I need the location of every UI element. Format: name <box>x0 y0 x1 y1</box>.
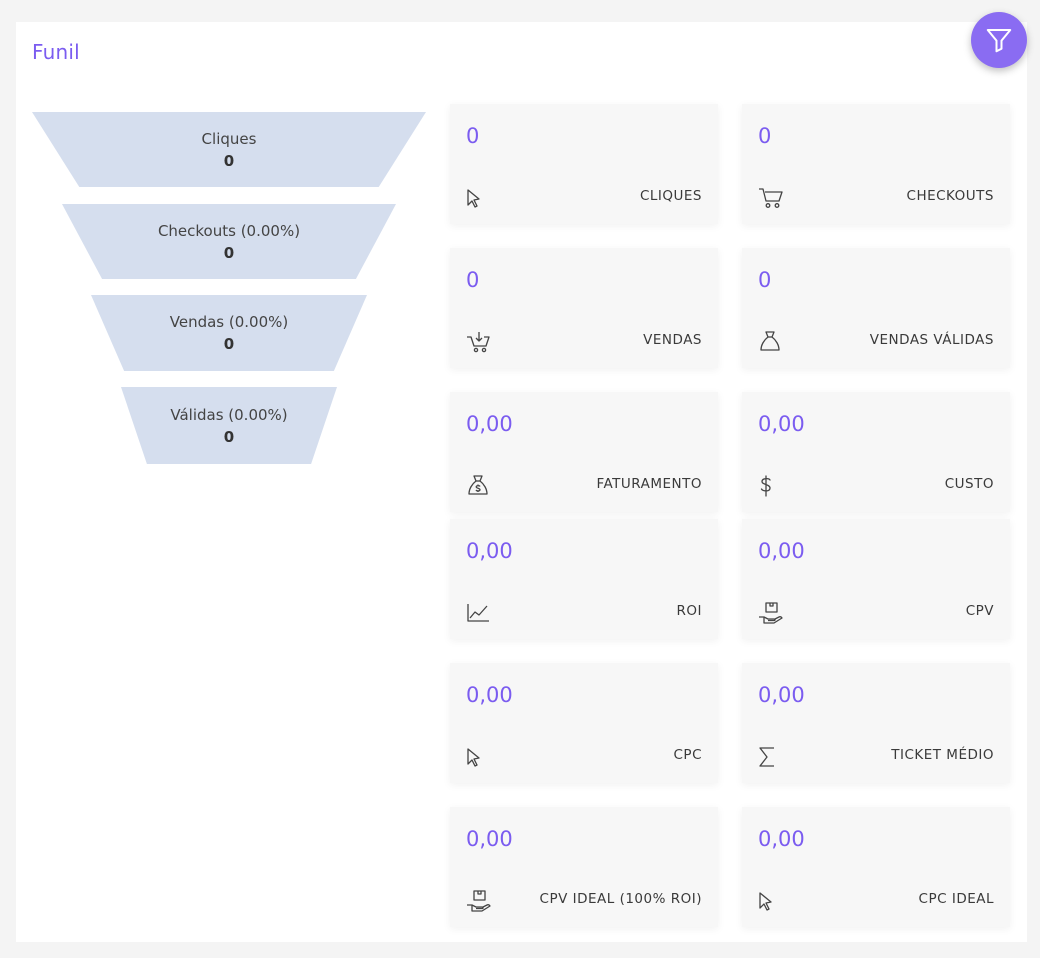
card-cpc: 0,00 CPC <box>450 663 718 783</box>
filter-button[interactable] <box>971 12 1027 68</box>
card-value: 0 <box>466 124 480 148</box>
card-value: 0,00 <box>758 539 805 563</box>
funnel-step-value: 0 <box>223 151 235 170</box>
card-value: 0,00 <box>758 412 805 436</box>
cursor-icon <box>758 889 784 913</box>
card-cpv-ideal: 0,00 CPV IDEAL (100% ROI) <box>450 807 718 927</box>
card-vendas-validas: 0 VENDAS VÁLIDAS <box>742 248 1010 368</box>
card-label: CLIQUES <box>639 188 702 204</box>
card-value: 0 <box>758 124 772 148</box>
cart-download-icon <box>466 330 492 354</box>
cursor-icon <box>466 745 492 769</box>
card-cliques: 0 CLIQUES <box>450 104 718 224</box>
card-label: FATURAMENTO <box>596 476 702 492</box>
card-value: 0,00 <box>466 827 513 851</box>
card-value: 0,00 <box>466 683 513 707</box>
funnel-step-label: Checkouts (0.00%) <box>157 221 301 240</box>
funnel-step-vendas: Vendas (0.00%) 0 <box>91 295 367 371</box>
card-cpv: 0,00 CPV <box>742 519 1010 639</box>
card-value: 0 <box>466 268 480 292</box>
funnel-step-value: 0 <box>223 427 235 446</box>
card-value: 0,00 <box>758 683 805 707</box>
card-value: 0,00 <box>758 827 805 851</box>
funnel-step-checkouts: Checkouts (0.00%) 0 <box>62 204 396 279</box>
funnel-step-label: Vendas (0.00%) <box>169 313 289 331</box>
card-label: CPC IDEAL <box>918 891 994 907</box>
card-label: ROI <box>676 603 702 619</box>
funnel-step-label: Cliques <box>201 129 257 148</box>
bag-icon <box>758 330 784 354</box>
card-label: VENDAS VÁLIDAS <box>869 332 994 348</box>
funnel-step-value: 0 <box>223 335 235 353</box>
card-label: VENDAS <box>643 332 702 348</box>
card-value: 0,00 <box>466 412 513 436</box>
funnel-step-cliques: Cliques 0 <box>32 112 426 187</box>
panel-title: Funil <box>32 40 80 64</box>
card-label: CPV <box>965 603 994 619</box>
card-label: CPV IDEAL (100% ROI) <box>539 891 702 907</box>
cursor-icon <box>466 186 492 210</box>
hand-box-icon <box>758 601 784 625</box>
card-faturamento: 0,00 FATURAMENTO <box>450 392 718 512</box>
dollar-icon <box>758 474 784 498</box>
card-cpc-ideal: 0,00 CPC IDEAL <box>742 807 1010 927</box>
money-bag-icon <box>466 474 492 498</box>
card-value: 0,00 <box>466 539 513 563</box>
funnel-step-value: 0 <box>223 243 235 262</box>
line-chart-icon <box>466 601 492 625</box>
card-vendas: 0 VENDAS <box>450 248 718 368</box>
funnel-panel: Funil Cliques 0 Checkouts (0.00%) 0 Vend… <box>16 12 1027 942</box>
hand-box-icon <box>466 889 492 913</box>
card-label: CPC <box>673 747 702 763</box>
card-roi: 0,00 ROI <box>450 519 718 639</box>
funnel-step-validas: Válidas (0.00%) 0 <box>121 387 337 464</box>
card-value: 0 <box>758 268 772 292</box>
card-ticket-medio: 0,00 TICKET MÉDIO <box>742 663 1010 783</box>
sigma-icon <box>758 745 784 769</box>
card-custo: 0,00 CUSTO <box>742 392 1010 512</box>
card-label: CUSTO <box>944 476 994 492</box>
card-label: CHECKOUTS <box>906 188 994 204</box>
filter-icon <box>984 25 1014 55</box>
cart-icon <box>758 186 784 210</box>
card-checkouts: 0 CHECKOUTS <box>742 104 1010 224</box>
card-label: TICKET MÉDIO <box>891 747 994 763</box>
funnel-step-label: Válidas (0.00%) <box>170 405 288 424</box>
